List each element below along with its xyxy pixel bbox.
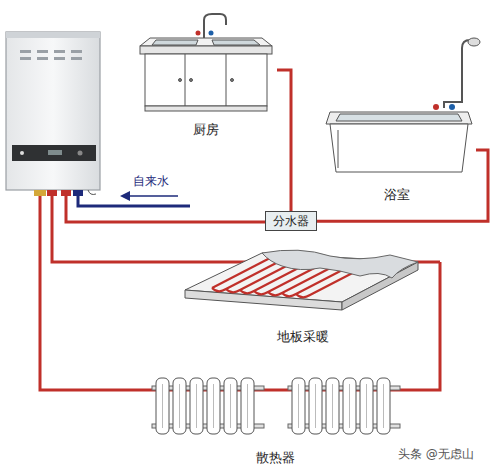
floor-pipe: [52, 196, 440, 262]
radiator-column: [326, 378, 339, 434]
radiator-fin: [298, 384, 299, 428]
bathroom-illustration: 浴室: [318, 80, 476, 205]
wall-boiler: [6, 32, 100, 196]
radiator-fin: [366, 384, 367, 428]
node-label: 分水器: [273, 214, 309, 228]
kitchen-illustration: 厨房: [135, 10, 277, 140]
radiator-illustration: 散热器: [150, 374, 400, 466]
radiator-pipe: [40, 196, 440, 390]
node-label: 散热器: [256, 450, 295, 466]
radiator-column: [224, 378, 237, 434]
node-label: 厨房: [193, 122, 219, 138]
water-pipe: [317, 150, 488, 221]
node-label: 浴室: [384, 187, 410, 203]
floor-heating-illustration: 地板采暖: [180, 245, 425, 345]
radiator-column: [360, 378, 373, 434]
bathtub: [326, 38, 480, 172]
floor-heating: [185, 250, 418, 310]
flow-arrow: [126, 195, 178, 197]
radiator-fin: [196, 384, 197, 428]
radiator-fin: [247, 384, 248, 428]
radiator-column: [207, 378, 220, 434]
radiator-column: [292, 378, 305, 434]
radiator-column: [190, 378, 203, 434]
radiator-fin: [383, 384, 384, 428]
radiator-fin: [332, 384, 333, 428]
hot-water-pipe: [66, 196, 266, 222]
water-pipe: [277, 70, 291, 211]
heating-pipes: [40, 196, 440, 390]
radiator-column: [309, 378, 322, 434]
node-label: 地板采暖: [277, 329, 329, 345]
radiator-fin: [213, 384, 214, 428]
cold-water-pipe: [78, 196, 190, 206]
water-supply-label: 自来水: [133, 174, 169, 188]
watermark: 头条 @无虑山: [398, 447, 474, 461]
radiator-fin: [230, 384, 231, 428]
radiators: [152, 378, 400, 434]
radiator-column: [377, 378, 390, 434]
kitchen-sink: [140, 14, 272, 111]
radiator-fin: [315, 384, 316, 428]
radiator-column: [241, 378, 254, 434]
radiator-fin: [179, 384, 180, 428]
radiator-column: [173, 378, 186, 434]
manifold-box: 分水器: [265, 211, 317, 231]
flow-arrowhead: [120, 191, 130, 201]
radiator-column: [156, 378, 169, 434]
radiator-column: [343, 378, 356, 434]
radiator-fin: [162, 384, 163, 428]
radiator-fin: [349, 384, 350, 428]
